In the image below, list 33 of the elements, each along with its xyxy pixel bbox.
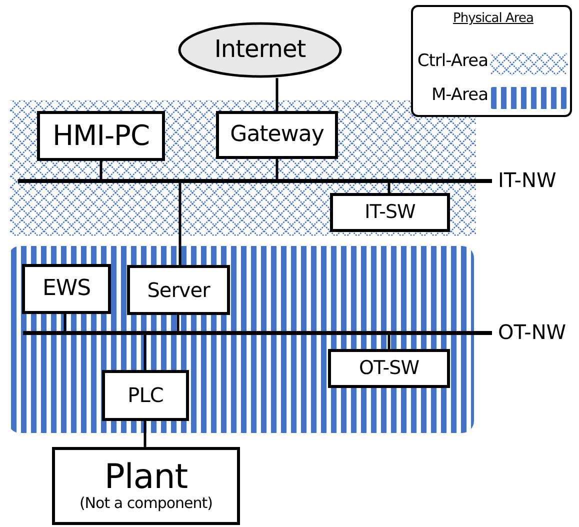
component-label: EWS	[42, 277, 91, 301]
component-box	[52, 447, 240, 525]
component-label: Internet	[214, 37, 306, 63]
component-label: IT-SW	[364, 202, 416, 222]
network-label: IT-NW	[498, 168, 556, 192]
component-box	[216, 111, 338, 159]
cloud-ellipse	[178, 22, 342, 78]
connector-line	[178, 183, 182, 265]
component-label: OT-SW	[358, 358, 420, 378]
component-box	[330, 193, 450, 232]
legend-label: Ctrl-Area	[417, 51, 488, 71]
component-note: (Not a component)	[79, 496, 213, 512]
connector-line	[388, 183, 390, 193]
connector-line	[144, 421, 146, 447]
component-box	[37, 111, 165, 161]
component-box	[127, 265, 230, 315]
component-label: Plant	[104, 460, 188, 496]
component-box	[22, 264, 111, 314]
connector-line	[64, 314, 66, 331]
connector-line	[388, 335, 390, 349]
component-label: PLC	[128, 385, 164, 406]
legend-title: Physical Area	[453, 11, 534, 26]
legend-label: M-Area	[431, 85, 488, 105]
connector-line	[276, 159, 278, 179]
component-label: Server	[147, 280, 210, 300]
network-label: OT-NW	[498, 320, 566, 344]
component-box	[102, 370, 189, 421]
component-label: Gateway	[230, 123, 324, 147]
component-label: HMI-PC	[52, 121, 150, 151]
component-box	[328, 349, 450, 388]
connector-line	[176, 315, 180, 331]
connector-line	[144, 335, 146, 370]
connector-line	[100, 161, 102, 179]
